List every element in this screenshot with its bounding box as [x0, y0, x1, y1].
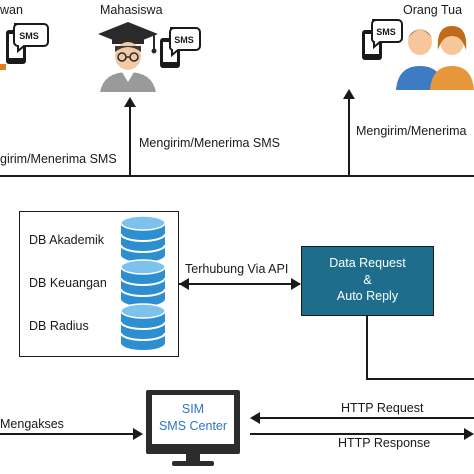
connector-line [256, 417, 474, 419]
arrow-head-right [464, 428, 474, 440]
connector-line [348, 96, 350, 176]
request-box-line1: Data Request [329, 256, 406, 270]
sms-badge-text: SMS [376, 27, 396, 37]
db-label-academic: DB Akademik [29, 233, 105, 247]
sim-monitor: SIM SMS Center [146, 390, 240, 454]
sms-phone-icon: SMS [0, 23, 49, 70]
arrow-head-right [133, 428, 143, 440]
link-label-left: girim/Menerima SMS [0, 152, 117, 166]
sim-line1: SIM [181, 402, 205, 416]
actor-label-parent: Orang Tua [403, 3, 463, 17]
database-icon [120, 303, 166, 350]
graduate-student-icon [98, 22, 158, 92]
arrow-head-left [250, 412, 260, 424]
actor-label-student: Mahasiswa [100, 3, 163, 17]
parents-icon [396, 26, 474, 90]
monitor-base [172, 461, 214, 466]
connector-line [129, 104, 131, 176]
connector-line [250, 433, 466, 435]
connector-line [179, 283, 300, 285]
link-label-http-response: HTTP Response [338, 436, 431, 450]
link-label-parent: Mengirim/Menerima [356, 124, 467, 138]
monitor-stand [186, 454, 200, 462]
sms-phone-icon: SMS [362, 19, 403, 60]
arrow-head-right [291, 278, 301, 290]
connector-line [366, 378, 474, 380]
sms-badge-text: SMS [174, 35, 194, 45]
link-label-student: Mengirim/Menerima SMS [139, 136, 281, 150]
link-label-api: Terhubung Via API [185, 262, 289, 276]
request-box-line2: & [363, 272, 372, 287]
request-box-line3: Auto Reply [336, 289, 399, 303]
connector-line [0, 175, 474, 177]
data-request-box: Data Request & Auto Reply [301, 246, 434, 316]
db-label-radius: DB Radius [29, 319, 89, 333]
arrow-head-up [124, 97, 136, 107]
sim-screen: SIM SMS Center [152, 395, 234, 444]
connector-line [366, 316, 368, 379]
arrow-head-up [343, 89, 355, 99]
link-label-http-request: HTTP Request [341, 401, 424, 415]
database-icon [120, 215, 166, 262]
sms-badge-text: SMS [19, 31, 39, 41]
actor-label-left: wan [0, 3, 23, 17]
connector-line [0, 433, 136, 435]
link-label-access: Mengakses [0, 417, 64, 431]
arrow-head-left [179, 278, 189, 290]
db-label-finance: DB Keuangan [29, 276, 107, 290]
sim-line2: SMS Center [158, 418, 228, 433]
sms-phone-icon: SMS [160, 27, 201, 68]
database-icon [120, 259, 166, 306]
